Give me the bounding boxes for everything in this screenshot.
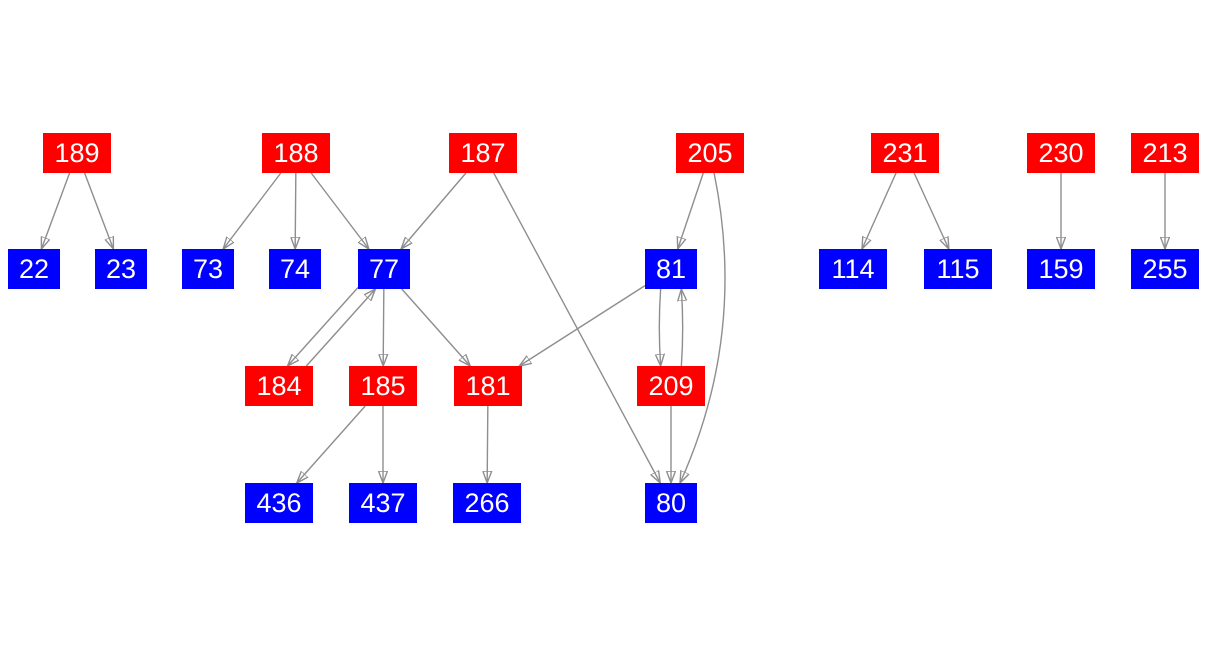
graph-node-437: 437 (349, 483, 417, 523)
edge-group (41, 172, 1165, 483)
edge-188-74 (295, 172, 296, 249)
edge-205-80 (680, 172, 726, 483)
graph-node-73: 73 (182, 249, 234, 289)
edge-181-266 (487, 405, 488, 483)
graph-node-74: 74 (269, 249, 321, 289)
graph-node-159: 159 (1027, 249, 1095, 289)
edge-187-77 (401, 172, 467, 249)
edge-209-81 (681, 289, 682, 367)
graph-node-189: 189 (43, 133, 111, 173)
graph-node-80: 80 (645, 483, 697, 523)
edge-188-73 (223, 172, 282, 249)
edge-231-114 (862, 172, 897, 249)
edge-187-80 (493, 172, 661, 483)
edge-189-23 (83, 172, 114, 249)
graph-node-184: 184 (245, 366, 313, 406)
graph-node-266: 266 (453, 483, 521, 523)
graph-node-213: 213 (1131, 133, 1199, 173)
edge-81-181 (519, 285, 646, 366)
graph-node-181: 181 (454, 366, 522, 406)
edge-185-436 (297, 405, 366, 483)
edge-184-77 (305, 289, 375, 367)
edge-81-209 (659, 288, 660, 366)
edge-77-184 (288, 287, 359, 366)
graph-node-231: 231 (871, 133, 939, 173)
graph-node-255: 255 (1131, 249, 1199, 289)
graph-node-205: 205 (676, 133, 744, 173)
edge-188-77 (310, 172, 369, 249)
graph-node-22: 22 (8, 249, 60, 289)
graph-node-81: 81 (645, 249, 697, 289)
edge-77-185 (383, 288, 384, 366)
graph-node-114: 114 (819, 249, 887, 289)
edge-77-181 (401, 288, 470, 366)
graph-node-23: 23 (95, 249, 147, 289)
edge-231-115 (913, 172, 949, 249)
graph-node-209: 209 (637, 366, 705, 406)
edge-205-81 (678, 172, 704, 249)
graph-node-436: 436 (245, 483, 313, 523)
graph-node-187: 187 (449, 133, 517, 173)
graph-node-230: 230 (1027, 133, 1095, 173)
graph-node-77: 77 (358, 249, 410, 289)
graph-node-185: 185 (349, 366, 417, 406)
graph-node-188: 188 (262, 133, 330, 173)
edge-189-22 (41, 172, 71, 249)
graph-node-115: 115 (924, 249, 992, 289)
